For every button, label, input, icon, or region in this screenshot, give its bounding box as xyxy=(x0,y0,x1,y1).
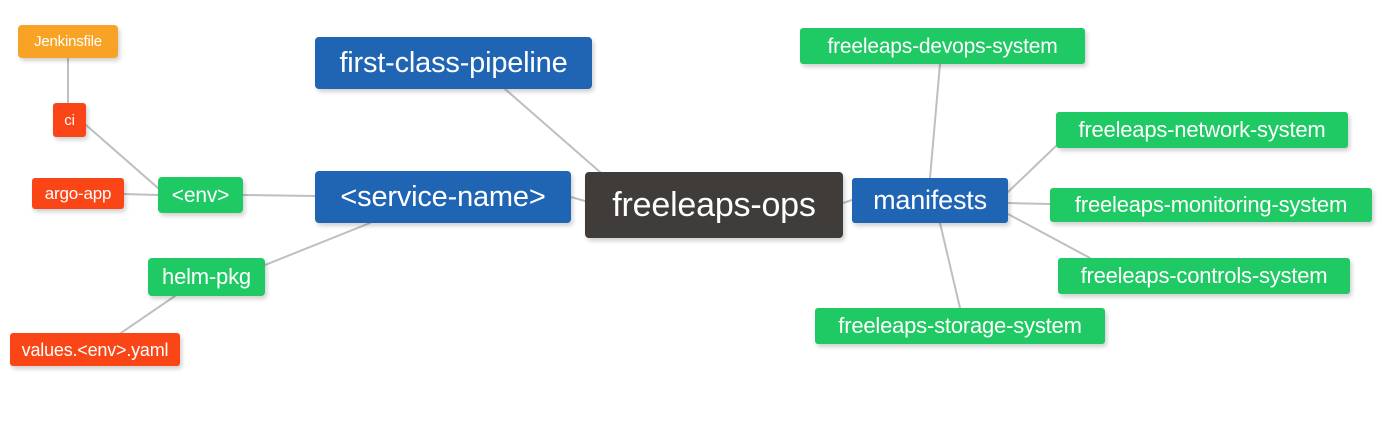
node-label-argo-app: argo-app xyxy=(44,184,112,203)
node-freeleaps-devops-system[interactable]: freeleaps-devops-system xyxy=(800,28,1085,64)
node-freeleaps-ops[interactable]: freeleaps-ops xyxy=(585,172,843,238)
node-service-name[interactable]: <service-name> xyxy=(315,171,571,223)
node-label-values-env-yaml: values.<env>.yaml xyxy=(21,339,169,360)
node-helm-pkg[interactable]: helm-pkg xyxy=(148,258,265,296)
node-label-env: <env> xyxy=(171,183,230,207)
node-label-freeleaps-storage-system: freeleaps-storage-system xyxy=(838,313,1082,338)
node-label-freeleaps-controls-system: freeleaps-controls-system xyxy=(1080,263,1328,288)
node-label-freeleaps-monitoring-system: freeleaps-monitoring-system xyxy=(1074,192,1348,217)
edge-manifests-to-freeleaps-network-system xyxy=(1007,145,1057,193)
edge-manifests-to-freeleaps-monitoring-system xyxy=(1007,202,1051,205)
node-freeleaps-controls-system[interactable]: freeleaps-controls-system xyxy=(1058,258,1350,294)
node-label-jenkinsfile: Jenkinsfile xyxy=(34,33,102,50)
node-jenkinsfile[interactable]: Jenkinsfile xyxy=(18,25,118,58)
node-first-class-pipeline[interactable]: first-class-pipeline xyxy=(315,37,592,89)
node-freeleaps-storage-system[interactable]: freeleaps-storage-system xyxy=(815,308,1105,344)
node-argo-app[interactable]: argo-app xyxy=(32,178,124,209)
node-label-freeleaps-devops-system: freeleaps-devops-system xyxy=(827,34,1058,58)
edge-service-name-to-env xyxy=(242,194,316,197)
node-freeleaps-network-system[interactable]: freeleaps-network-system xyxy=(1056,112,1348,148)
node-label-ci: ci xyxy=(64,111,75,129)
node-ci[interactable]: ci xyxy=(53,103,86,137)
node-env[interactable]: <env> xyxy=(158,177,243,213)
node-label-manifests: manifests xyxy=(873,185,987,215)
node-label-freeleaps-network-system: freeleaps-network-system xyxy=(1078,117,1326,142)
edge-helm-pkg-to-values-env-yaml xyxy=(117,295,176,336)
node-label-service-name: <service-name> xyxy=(340,180,546,213)
node-manifests[interactable]: manifests xyxy=(852,178,1008,223)
node-label-freeleaps-ops: freeleaps-ops xyxy=(612,186,816,224)
edge-manifests-to-freeleaps-devops-system xyxy=(929,63,941,179)
edge-freeleaps-ops-to-service-name xyxy=(570,196,586,202)
edge-manifests-to-freeleaps-storage-system xyxy=(939,222,961,309)
edge-service-name-to-helm-pkg xyxy=(264,222,371,266)
node-label-helm-pkg: helm-pkg xyxy=(162,264,251,289)
node-freeleaps-monitoring-system[interactable]: freeleaps-monitoring-system xyxy=(1050,188,1372,222)
edge-freeleaps-ops-to-first-class-pipeline xyxy=(504,88,601,173)
node-values-env-yaml[interactable]: values.<env>.yaml xyxy=(10,333,180,366)
node-label-first-class-pipeline: first-class-pipeline xyxy=(339,46,568,79)
edge-env-to-argo-app xyxy=(123,193,159,196)
edge-freeleaps-ops-to-manifests xyxy=(842,199,853,204)
